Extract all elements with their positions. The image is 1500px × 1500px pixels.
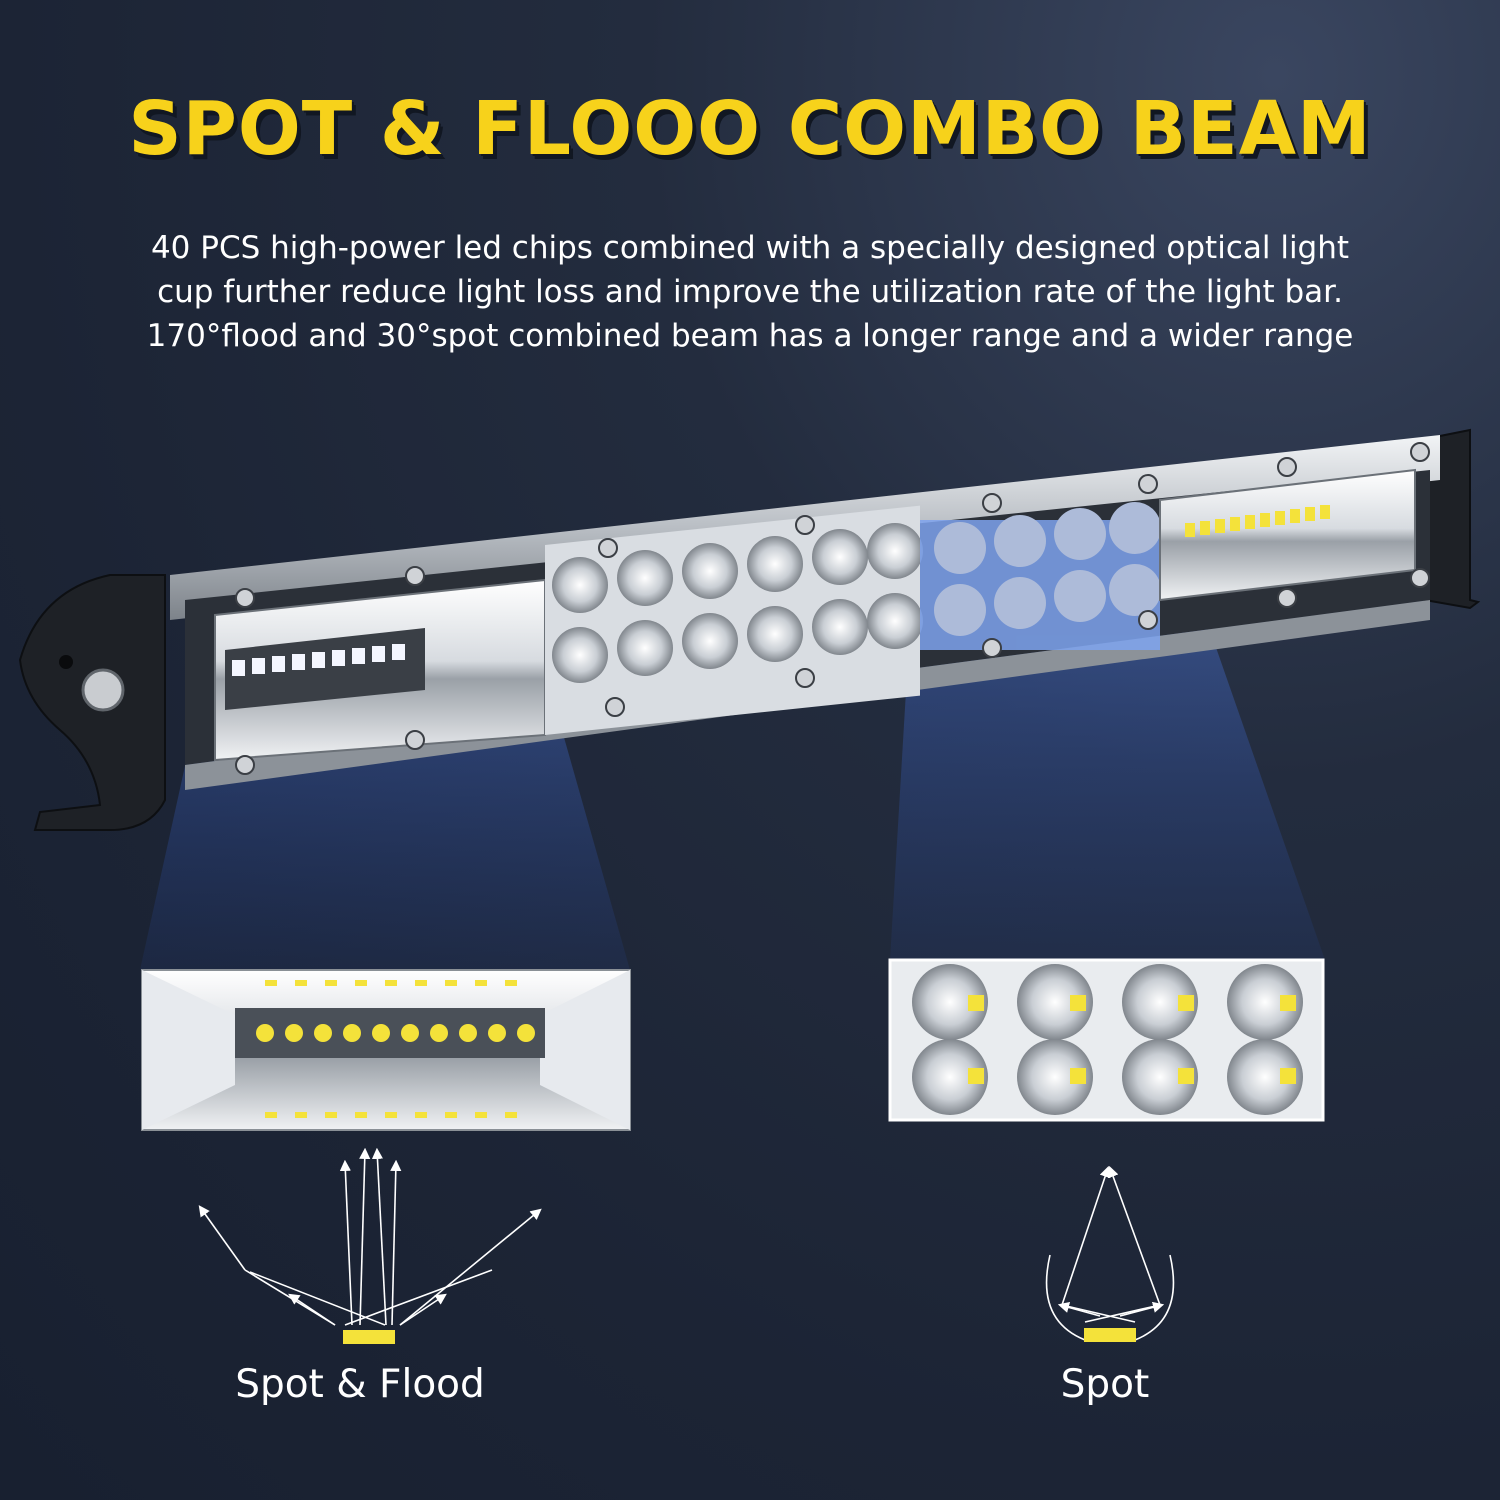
spot-beam-diagram (1045, 1165, 1175, 1341)
spot-and-flood-label: Spot & Flood (235, 1362, 485, 1407)
spot-label: Spot (1060, 1362, 1150, 1407)
spot-closeup (888, 958, 1325, 1122)
flood-closeup (141, 969, 631, 1131)
spot-and-flood-beam-diagram (198, 1147, 542, 1326)
housing-screws (235, 442, 1430, 775)
headline: SPOT & FLOOO COMBO BEAM (128, 86, 1372, 172)
flood-led-row-right (1185, 505, 1330, 537)
description-text: 40 PCS high-power led chips combined wit… (60, 226, 1440, 358)
description-line-1: 40 PCS high-power led chips combined wit… (150, 230, 1350, 266)
flood-led-row-left (232, 644, 405, 676)
description-line-2: cup further reduce light loss and improv… (157, 274, 1343, 310)
spot-closeup-leds (968, 995, 1296, 1084)
spot-reflector-array (545, 505, 923, 735)
flood-closeup-led-row (256, 1024, 535, 1042)
spot-and-flood-chip (343, 1330, 395, 1344)
spot-closeup-reflectors (912, 964, 1303, 1115)
spot-chip (1084, 1328, 1136, 1342)
bracket-bolt (81, 668, 125, 712)
spot-reflector-array-right (920, 502, 1161, 650)
description-line-3: 170°flood and 30°spot combined beam has … (146, 318, 1354, 354)
